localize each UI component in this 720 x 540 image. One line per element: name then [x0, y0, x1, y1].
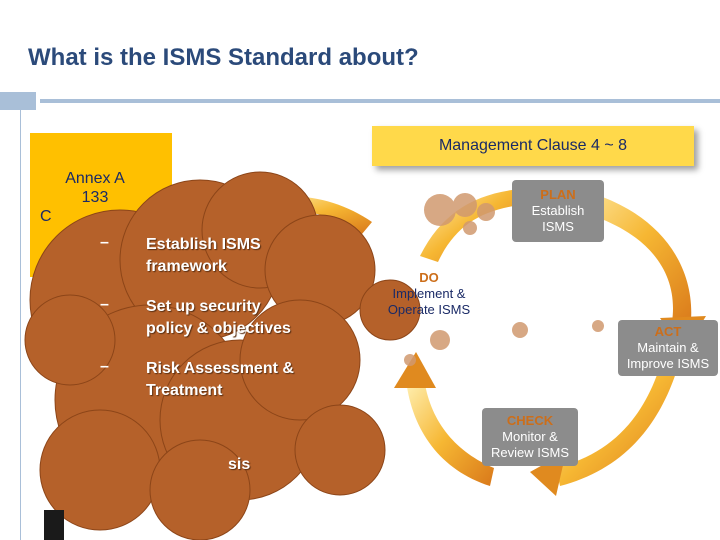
annex-line-1: Annex A [65, 170, 125, 187]
plan-step: – Set up security policy & objectives [100, 296, 300, 340]
step-text: Establish ISMS framework [146, 236, 261, 275]
cycle-label-plan: PLAN Establish ISMS [512, 180, 604, 242]
check-head: CHECK [506, 413, 554, 428]
partial-hidden-text: sis [228, 456, 251, 473]
annex-line-2: 133 [81, 189, 109, 206]
do-line-2: Operate ISMS [387, 302, 471, 317]
title-rule-square [0, 92, 36, 110]
plan-line-1: Establish [531, 203, 585, 218]
management-clause-box: Management Clause 4 ~ 8 [372, 126, 694, 166]
plan-step: – Risk Assessment & Treatment [100, 358, 300, 402]
page-title: What is the ISMS Standard about? [28, 44, 419, 71]
do-line-1: Implement & [392, 286, 466, 301]
cycle-arrow-check-do [406, 378, 494, 486]
step-text: Set up security policy & objectives [146, 298, 291, 337]
check-line-2: Review ISMS [490, 445, 570, 460]
cycle-label-check: CHECK Monitor & Review ISMS [482, 408, 578, 466]
left-rule-line [20, 110, 21, 540]
annex-line-3: C [40, 208, 52, 225]
logo-fragment [44, 510, 64, 540]
plan-steps-list: – Establish ISMS framework – Set up secu… [100, 234, 300, 420]
plan-line-2: ISMS [542, 219, 574, 234]
step-text: Risk Assessment & Treatment [146, 360, 294, 399]
act-head: ACT [654, 324, 682, 339]
cycle-label-do: DO Implement & Operate ISMS [380, 270, 478, 318]
step-dash: – [100, 234, 109, 251]
do-head: DO [419, 270, 439, 285]
cycle-arrowhead-do [394, 352, 436, 388]
step-dash: – [100, 358, 109, 375]
annex-a-text: Annex A 133 C [40, 169, 150, 226]
plan-head: PLAN [540, 187, 576, 202]
step-dash: – [100, 296, 109, 313]
check-line-1: Monitor & [502, 429, 558, 444]
act-line-2: Improve ISMS [626, 356, 710, 371]
title-rule-line [40, 99, 720, 103]
plan-step: – Establish ISMS framework [100, 234, 300, 278]
act-line-1: Maintain & [637, 340, 699, 355]
cycle-label-act: ACT Maintain & Improve ISMS [618, 320, 718, 376]
